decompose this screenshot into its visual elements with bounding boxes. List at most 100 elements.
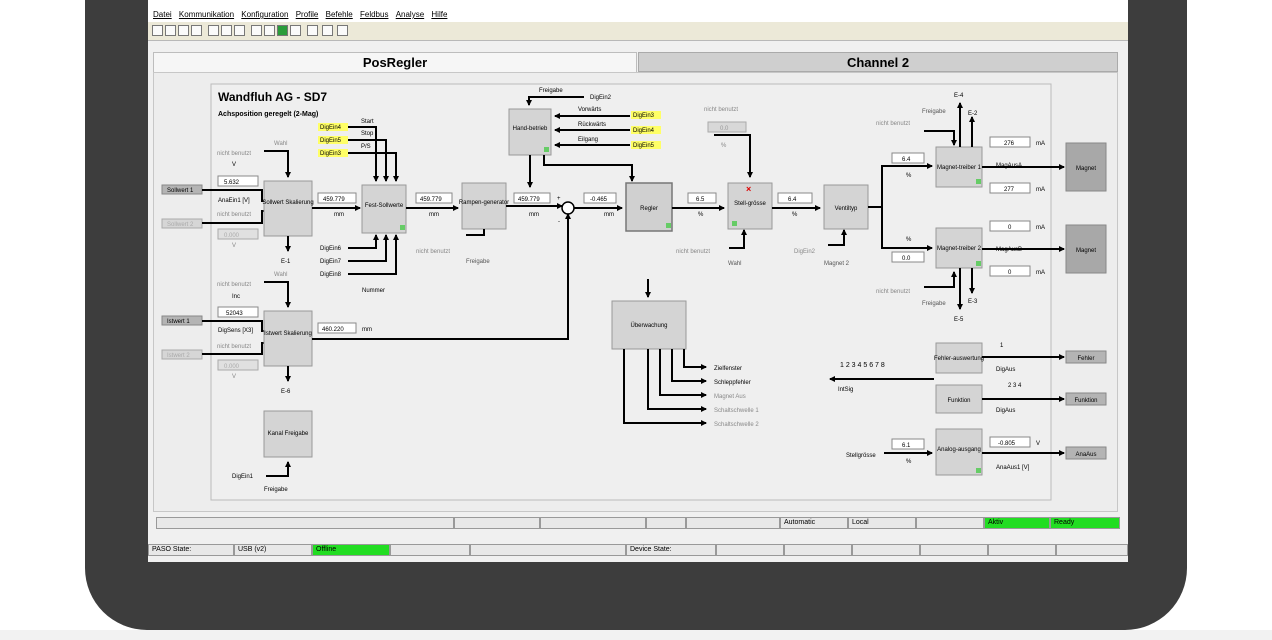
nb-value-field bbox=[707, 121, 747, 133]
new-file-icon[interactable] bbox=[152, 25, 163, 36]
mag-a-pct-value: 6.4 bbox=[902, 157, 911, 163]
magnet-a-output[interactable] bbox=[1065, 142, 1107, 192]
magnettreiber1-block[interactable] bbox=[935, 146, 983, 188]
istwert1-label: Istwert 1 bbox=[167, 319, 190, 325]
upload-icon[interactable] bbox=[221, 25, 232, 36]
status2-empty-6 bbox=[920, 544, 988, 556]
diff-field bbox=[583, 192, 617, 204]
mag1-ma2-field bbox=[989, 182, 1031, 194]
hand-digein3-highlight bbox=[631, 111, 661, 119]
mag-b-pct-value: 0.0 bbox=[902, 256, 911, 262]
digein3-highlight bbox=[318, 149, 348, 157]
monitor-schleppfehler: Schleppfehler bbox=[714, 380, 751, 386]
mm-label-1: mm bbox=[334, 212, 344, 218]
festsoll-mm-value: 459.779 bbox=[420, 197, 442, 203]
diff-value: -0.465 bbox=[590, 197, 608, 203]
mag2-ma2-field bbox=[989, 265, 1031, 277]
analysis-icon[interactable] bbox=[290, 25, 301, 36]
ventiltyp-block[interactable] bbox=[823, 184, 869, 230]
hand-digein5-highlight bbox=[631, 141, 661, 149]
sollwert-skalierung-block[interactable] bbox=[263, 180, 313, 237]
analogausgang-block[interactable] bbox=[935, 428, 983, 476]
nicht-benutzt-label-3: nicht benutzt bbox=[416, 249, 450, 255]
key-icon[interactable] bbox=[337, 25, 348, 36]
analog-status-icon bbox=[976, 468, 981, 473]
fehler-output[interactable] bbox=[1065, 350, 1107, 364]
diagram-panel: Wandfluh AG - SD7 Achsposition geregelt … bbox=[153, 72, 1118, 512]
stellgroesse-input-label: Stellgrösse bbox=[846, 453, 876, 459]
fest-start-label: Start bbox=[361, 119, 374, 125]
fest-ps-label: P/S bbox=[361, 144, 371, 150]
menu-feldbus[interactable]: Feldbus bbox=[359, 10, 389, 19]
pct-label-6: % bbox=[906, 459, 912, 465]
e2-label: E-2 bbox=[968, 111, 978, 117]
menu-profile[interactable]: Profile bbox=[295, 10, 319, 19]
info-icon[interactable] bbox=[307, 25, 318, 36]
diagnosis-icon[interactable] bbox=[264, 25, 275, 36]
istwert-skalierung-block[interactable] bbox=[263, 310, 313, 367]
menu-hilfe[interactable]: Hilfe bbox=[431, 10, 448, 19]
e1-label: E-1 bbox=[281, 259, 291, 265]
sollwert2-v-value: 0.000 bbox=[224, 233, 240, 239]
magnet-b-output[interactable] bbox=[1065, 224, 1107, 274]
menu-konfiguration[interactable]: Konfiguration bbox=[241, 10, 289, 19]
magnet-b-label: Magnet bbox=[1076, 248, 1096, 254]
status-cell-empty-5 bbox=[686, 517, 780, 529]
freigabe-label-kanal: Freigabe bbox=[264, 487, 288, 493]
handbetrieb-label: Hand-betrieb bbox=[513, 126, 548, 132]
status-automatic: Automatic bbox=[780, 517, 848, 529]
ueberwachung-block[interactable] bbox=[611, 300, 687, 350]
magnettreiber2-block[interactable] bbox=[935, 227, 983, 269]
parameter-icon[interactable] bbox=[251, 25, 262, 36]
mag2-ma2-value: 0 bbox=[1008, 270, 1012, 276]
festsoll-mm-field bbox=[415, 192, 453, 204]
mag1-ma-value: 276 bbox=[1004, 141, 1015, 147]
menu-befehle[interactable]: Befehle bbox=[325, 10, 353, 19]
open-file-icon[interactable] bbox=[165, 25, 176, 36]
mm-label-4: mm bbox=[604, 212, 614, 218]
analog-pct-field bbox=[891, 438, 925, 450]
stell-pct-value: 6.4 bbox=[788, 197, 797, 203]
tab-channel-2[interactable]: Channel 2 bbox=[638, 52, 1118, 72]
wahl-label-3: Wahl bbox=[274, 272, 287, 278]
e6-label: E-6 bbox=[281, 389, 291, 395]
magnettreiber2-label: Magnet-treiber 2 bbox=[937, 246, 982, 252]
fehlerauswertung-block[interactable] bbox=[935, 342, 983, 374]
title-bar bbox=[148, 0, 1128, 8]
stellgroesse-label: Stell-grösse bbox=[734, 201, 766, 207]
help-icon[interactable] bbox=[322, 25, 333, 36]
intsig-label: IntSig bbox=[838, 387, 853, 393]
hand-digein4-highlight bbox=[631, 126, 661, 134]
app-window: Datei Kommunikation Konfiguration Profil… bbox=[148, 0, 1128, 562]
menu-kommunikation[interactable]: Kommunikation bbox=[178, 10, 235, 19]
nicht-benutzt-label-5: nicht benutzt bbox=[676, 249, 710, 255]
print-icon[interactable] bbox=[191, 25, 202, 36]
ventiltyp-label: Ventiltyp bbox=[835, 206, 858, 212]
status-row-2: PASO State: USB (v2) Offline Device Stat… bbox=[148, 544, 1128, 556]
ma-label-3: mA bbox=[1036, 225, 1045, 231]
anaaus-output-label: AnaAus bbox=[1075, 452, 1096, 458]
green-state-icon[interactable] bbox=[277, 25, 288, 36]
istwert-skalierung-label: Istwert Skalierung bbox=[264, 331, 312, 337]
menu-analyse[interactable]: Analyse bbox=[395, 10, 425, 19]
rampen-generator-block[interactable] bbox=[461, 182, 507, 230]
stell-pct-field bbox=[777, 192, 813, 204]
save-icon[interactable] bbox=[178, 25, 189, 36]
kanal-freigabe-block[interactable] bbox=[263, 410, 313, 458]
toolbar bbox=[148, 22, 1128, 41]
anaaus-output[interactable] bbox=[1065, 446, 1107, 460]
menu-datei[interactable]: Datei bbox=[153, 10, 172, 19]
tab-posregler[interactable]: PosRegler bbox=[153, 52, 637, 72]
e3-label: E-3 bbox=[968, 299, 978, 305]
fest-sollwerte-block[interactable] bbox=[361, 184, 407, 234]
regler-block[interactable] bbox=[625, 182, 673, 232]
funktion-output[interactable] bbox=[1065, 392, 1107, 406]
digaus-label-1: DigAus bbox=[996, 367, 1015, 373]
download-icon[interactable] bbox=[234, 25, 245, 36]
nummer-label: Nummer bbox=[362, 288, 385, 294]
status-cell-empty-4 bbox=[646, 517, 686, 529]
status-row-1: Automatic Local Aktiv Ready bbox=[156, 517, 1121, 529]
mag2-ma-value: 0 bbox=[1008, 225, 1012, 231]
connect-icon[interactable] bbox=[208, 25, 219, 36]
freigabe-label-mag2: Freigabe bbox=[922, 301, 946, 307]
